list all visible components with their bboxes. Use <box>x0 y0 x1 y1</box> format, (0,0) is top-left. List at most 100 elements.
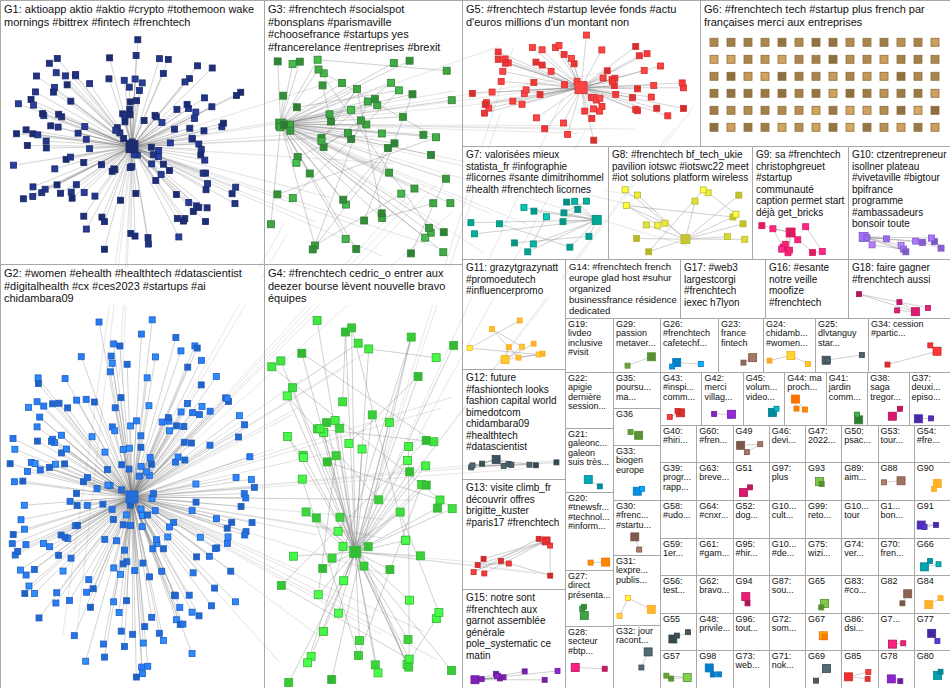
vertex <box>32 591 38 597</box>
tie-line <box>68 408 132 497</box>
vertex <box>24 142 30 148</box>
vertex <box>345 129 352 136</box>
group-box: G58: #udo... <box>660 500 697 539</box>
vertex <box>316 425 324 433</box>
vertex <box>111 565 117 571</box>
group-box: G2: #women #ehealth #healthtech #datasci… <box>0 264 265 688</box>
tie-line <box>132 147 199 208</box>
vertex <box>710 106 718 114</box>
tie-line <box>132 147 207 208</box>
vertex <box>138 463 144 469</box>
vertex <box>302 508 310 516</box>
tie-line <box>49 63 132 146</box>
tie-line <box>77 147 132 629</box>
vertex <box>313 317 321 325</box>
tie-line <box>34 105 132 147</box>
tie-line <box>806 227 823 252</box>
vertex <box>669 676 674 681</box>
tie-line <box>349 377 418 444</box>
vertex <box>829 123 837 131</box>
tie-line <box>498 52 581 88</box>
vertex <box>480 461 485 466</box>
vertex <box>74 397 80 403</box>
group-box: G40: #hiri... <box>660 425 697 463</box>
tie-line <box>281 440 426 585</box>
vertex <box>710 89 718 97</box>
vertex <box>180 621 186 627</box>
vertex <box>102 536 108 542</box>
vertex <box>196 205 202 211</box>
vertex <box>83 136 89 142</box>
group-box: G46: devi... <box>769 425 806 463</box>
vertex <box>384 144 391 151</box>
vertex <box>144 469 150 475</box>
vertex <box>679 80 685 86</box>
vertex <box>922 524 927 529</box>
tie-line <box>71 497 132 558</box>
vertex <box>127 112 133 118</box>
tie-line <box>81 357 132 497</box>
vertex <box>365 345 373 353</box>
tie-line <box>23 147 132 199</box>
vertex <box>932 486 937 491</box>
vertex <box>468 220 474 226</box>
vertex <box>109 506 115 512</box>
vertex <box>866 670 871 675</box>
tie-line <box>67 449 132 497</box>
tie-line <box>132 147 365 229</box>
group-box: G9: sa #frenchtech christophgreuet #star… <box>752 146 849 260</box>
group-box: G72: som... <box>769 613 806 651</box>
vertex <box>83 658 89 664</box>
vertex <box>422 234 429 241</box>
vertex <box>554 460 559 465</box>
group-label: G93 <box>808 464 825 473</box>
tie-line <box>132 59 168 146</box>
vertex <box>36 615 42 621</box>
group-label: G85 <box>844 652 861 661</box>
vertex <box>378 130 385 137</box>
group-label: G62: bravo... <box>699 577 730 596</box>
vertex <box>185 364 191 370</box>
vertex <box>467 346 472 351</box>
vertex <box>897 55 905 63</box>
vertex <box>904 590 912 598</box>
vertex <box>633 44 639 50</box>
group-box: G16: #esante notre veille moofize #frenc… <box>765 259 849 319</box>
vertex <box>888 640 896 648</box>
tie-line <box>685 201 695 239</box>
vertex <box>112 428 118 434</box>
group-label: G57 <box>663 652 680 661</box>
vertex <box>371 661 379 669</box>
vertex <box>778 55 786 63</box>
vertex <box>47 544 53 550</box>
tie-line <box>281 124 346 239</box>
vertex <box>10 436 16 442</box>
vertex <box>567 244 573 250</box>
vertex <box>543 214 549 220</box>
vertex <box>119 462 125 468</box>
tie-line <box>72 147 132 199</box>
tie-line <box>132 83 142 147</box>
tie-line <box>357 89 382 213</box>
vertex <box>224 525 230 531</box>
vertex <box>869 242 875 248</box>
vertex <box>85 474 91 480</box>
vertex <box>744 106 752 114</box>
group-box: G74: ver... <box>841 538 878 576</box>
tie-line <box>281 124 344 200</box>
group-box: G48: privile... <box>696 613 733 651</box>
vertex <box>901 641 906 646</box>
vertex <box>126 141 138 153</box>
tie-line <box>132 147 438 248</box>
vertex <box>443 67 450 74</box>
vertex <box>931 38 939 46</box>
vertex <box>127 99 133 105</box>
vertex <box>75 130 81 136</box>
vertex <box>644 648 652 656</box>
vertex <box>795 38 803 46</box>
tie-line <box>343 148 388 200</box>
vertex <box>320 627 328 635</box>
vertex <box>94 486 100 492</box>
vertex <box>87 81 93 87</box>
vertex <box>812 55 820 63</box>
